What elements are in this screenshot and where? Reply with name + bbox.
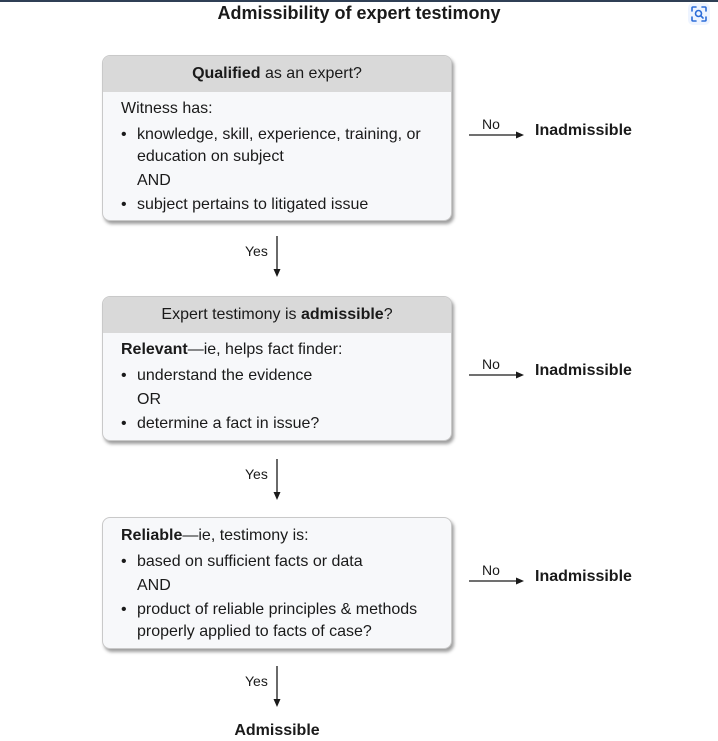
no-branch-1: No Inadmissible: [468, 116, 648, 156]
yes-flow-1: Yes: [240, 235, 300, 281]
yes-label: Yes: [245, 243, 268, 259]
right-arrow-icon: [469, 131, 524, 139]
qualified-connector: AND: [137, 172, 171, 189]
qualified-bullet-2: subject pertains to litigated issue: [121, 194, 433, 216]
qualified-header: Qualified as an expert?: [103, 56, 451, 92]
relevant-lead-text: —ie, helps fact finder:: [187, 341, 343, 358]
admissible-box: Expert testimony is admissible? Relevant…: [102, 296, 452, 441]
admissible-outcome: Admissible: [234, 722, 320, 739]
reliable-bullet-2: product of reliable principles & methods…: [121, 599, 433, 643]
relevant-lead: Relevant—ie, helps fact finder:: [121, 339, 433, 361]
diagram-title: Admissibility of expert testimony: [217, 3, 501, 23]
qualified-lead: Witness has:: [121, 100, 213, 117]
no-label: No: [482, 562, 500, 578]
inadmissible-label: Inadmissible: [535, 122, 632, 139]
qualified-body: Witness has: knowledge, skill, experienc…: [103, 92, 451, 216]
inadmissible-label: Inadmissible: [535, 362, 632, 379]
down-arrow-icon: [273, 666, 281, 707]
no-label: No: [482, 356, 500, 372]
reliable-lead: Reliable—ie, testimony is:: [121, 525, 433, 547]
visual-search-button[interactable]: [688, 3, 710, 25]
reliable-lead-text: —ie, testimony is:: [182, 527, 309, 544]
admissible-body: Relevant—ie, helps fact finder: understa…: [103, 333, 451, 435]
yes-label: Yes: [245, 673, 268, 689]
right-arrow-icon: [469, 577, 524, 585]
top-rule: [0, 0, 718, 2]
admissible-header: Expert testimony is admissible?: [103, 297, 451, 333]
reliable-bullet-1: based on sufficient facts or data: [121, 551, 433, 573]
right-arrow-icon: [469, 371, 524, 379]
yes-flow-3: Yes: [240, 665, 300, 711]
reliable-body: Reliable—ie, testimony is: based on suff…: [103, 518, 451, 643]
down-arrow-icon: [273, 236, 281, 277]
no-branch-3: No Inadmissible: [468, 562, 648, 602]
qualified-header-bold: Qualified: [192, 65, 261, 82]
relevant-lead-bold: Relevant: [121, 341, 188, 358]
relevant-bullet-2: determine a fact in issue?: [121, 413, 433, 435]
admissible-header-bold: admissible: [301, 306, 384, 323]
no-branch-2: No Inadmissible: [468, 356, 648, 396]
yes-label: Yes: [245, 466, 268, 482]
relevant-bullet-1: understand the evidence: [121, 365, 433, 387]
no-label: No: [482, 116, 500, 132]
reliable-connector: AND: [137, 577, 171, 594]
reliable-lead-bold: Reliable: [121, 527, 183, 544]
qualified-header-text: as an expert?: [260, 65, 362, 82]
down-arrow-icon: [273, 459, 281, 500]
qualified-box: Qualified as an expert? Witness has: kno…: [102, 55, 452, 221]
reliable-box: Reliable—ie, testimony is: based on suff…: [102, 517, 452, 649]
qualified-bullet-1: knowledge, skill, experience, training, …: [121, 124, 433, 168]
admissible-header-end: ?: [383, 306, 393, 323]
admissible-header-text: Expert testimony is: [161, 306, 301, 323]
visual-search-icon: [691, 6, 707, 22]
yes-flow-2: Yes: [240, 458, 300, 504]
relevant-connector: OR: [137, 391, 161, 408]
inadmissible-label: Inadmissible: [535, 568, 632, 585]
